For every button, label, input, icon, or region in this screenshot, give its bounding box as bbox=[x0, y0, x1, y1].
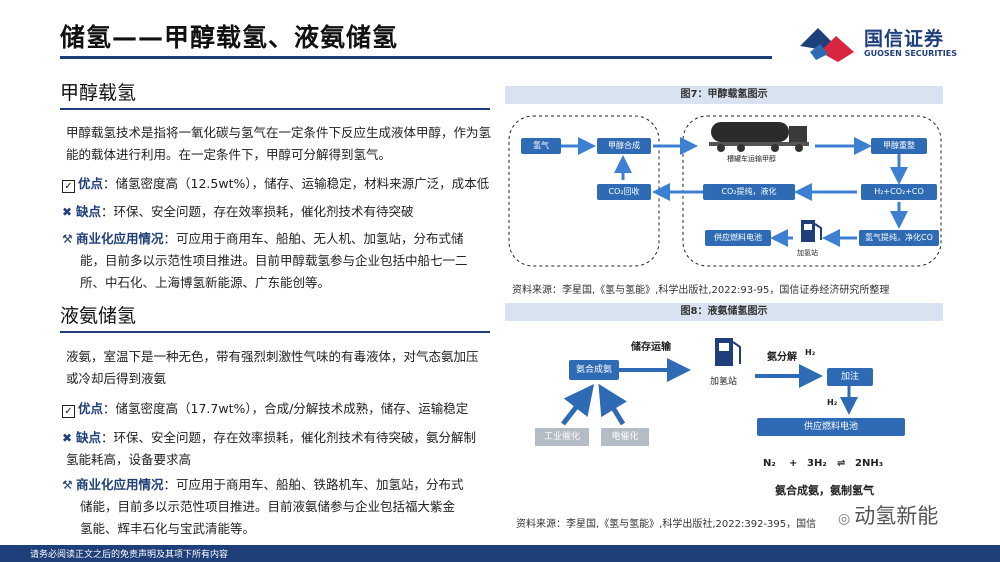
fig8-label-station: 加氢站 bbox=[710, 377, 738, 387]
fig7-node-h2: 氢气 bbox=[521, 138, 561, 154]
ammonia-com-line1: ：可应用于商用车、船舶、铁路机车、加氢站，分布式 bbox=[163, 477, 464, 492]
ammonia-intro-line2: 或冷却后得到液氨 bbox=[66, 371, 167, 386]
methanol-advantage: ✓优点：储氢密度高（12.5wt%），储存、运输稳定，材料来源广泛，成本低 bbox=[62, 173, 489, 195]
ammonia-adv-label: 优点 bbox=[78, 401, 104, 416]
fig8-label-h2-a: H₂ bbox=[805, 348, 816, 357]
methanol-com-line2: 能，目前多以示范性项目推进。目前甲醇载氢参与企业包括中船七一二 bbox=[80, 253, 468, 268]
company-logo: 国信证券 GUOSEN SECURITIES bbox=[798, 22, 958, 64]
fig7-source: 资料来源：李星国,《氢与氢能》,科学出版社,2022:93-95，国信证券经济研… bbox=[512, 285, 890, 296]
wechat-icon: ◎ bbox=[838, 511, 851, 527]
fig8-eq-n2: N₂ bbox=[763, 458, 776, 469]
footer-bar bbox=[0, 545, 1000, 562]
logo-text-cn: 国信证券 bbox=[864, 28, 945, 50]
tanker-truck-icon bbox=[709, 122, 809, 152]
fig7-connectors bbox=[508, 115, 942, 267]
section-rule-methanol bbox=[60, 108, 490, 110]
fig8-node-fill: 加注 bbox=[827, 368, 873, 386]
fig8-eq-h2: 3H₂ bbox=[807, 458, 827, 469]
fig8-node-fuel-cell: 供应燃料电池 bbox=[757, 418, 905, 436]
ammonia-intro: 液氨，室温下是一种无色，带有强烈刺激性气味的有毒液体，对气态氨加压 或冷却后得到… bbox=[66, 346, 496, 390]
ammonia-dis-label: 缺点 bbox=[76, 430, 102, 445]
methanol-com-line3: 所、中石化、上海博氢新能源、广东能创等。 bbox=[80, 275, 331, 290]
section-title-ammonia: 液氨储氢 bbox=[60, 305, 137, 327]
fig7-node-co2-recovery: CO₂回收 bbox=[597, 184, 651, 200]
checkbox-icon: ✓ bbox=[62, 405, 75, 418]
fig7-node-mix: H₂+CO₂+CO bbox=[861, 184, 937, 200]
tools-icon: ⚒ bbox=[62, 478, 73, 492]
cross-icon: ✖ bbox=[62, 431, 73, 445]
ammonia-disadvantage: ✖缺点：环保、安全问题，存在效率损耗，催化剂技术有待突破，氨分解制 氢能耗高，设… bbox=[62, 427, 502, 471]
footer-disclaimer: 请务必阅读正文之后的免责声明及其项下所有内容 bbox=[30, 550, 229, 560]
fig7-label-station: 加氢站 bbox=[797, 249, 818, 257]
fig8-node-industrial: 工业催化 bbox=[535, 428, 589, 446]
fig7-label-truck: 槽罐车运输甲醇 bbox=[727, 155, 776, 163]
fig7-node-reforming: 甲醇重整 bbox=[871, 138, 927, 154]
ammonia-com-label: 商业化应用情况 bbox=[76, 477, 164, 492]
fig8-diagram: 储存运输 氨合成氨 工业催化 电催化 加氢站 氨分解 H₂ 加注 H₂ 供应燃料… bbox=[505, 324, 943, 504]
fig8-eq-plus: + bbox=[789, 458, 798, 469]
methanol-dis-text: ：环保、安全问题，存在效率损耗，催化剂技术有待突破 bbox=[101, 204, 414, 219]
title-rule bbox=[60, 56, 772, 59]
fig8-label-h2-b: H₂ bbox=[827, 398, 838, 407]
ammonia-com-line2: 储能，目前多以示范性项目推进。目前液氨储参与企业包括福大紫金 bbox=[80, 499, 456, 514]
cross-icon: ✖ bbox=[62, 205, 73, 219]
page-title: 储氢——甲醇载氢、液氨储氢 bbox=[60, 23, 399, 52]
methanol-com-label: 商业化应用情况 bbox=[76, 231, 164, 246]
fig7-node-h2-purify: 氢气提纯，净化CO bbox=[859, 230, 939, 246]
fig8-label-transport: 储存运输 bbox=[631, 342, 671, 353]
tools-icon: ⚒ bbox=[62, 232, 73, 246]
fig7-title: 图7：甲醇载氢图示 bbox=[505, 86, 943, 104]
methanol-com-line1: ：可应用于商用车、船舶、无人机、加氢站，分布式储 bbox=[163, 231, 464, 246]
methanol-disadvantage: ✖缺点：环保、安全问题，存在效率损耗，催化剂技术有待突破 bbox=[62, 201, 414, 223]
watermark: ◎动氢新能 bbox=[838, 500, 938, 530]
section-rule-ammonia bbox=[60, 331, 490, 333]
fig8-connectors bbox=[561, 338, 858, 426]
fig8-eq-nh3: 2NH₃ bbox=[855, 458, 884, 469]
fig7-node-synthesis: 甲醇合成 bbox=[597, 138, 651, 154]
ammonia-commercial: ⚒商业化应用情况：可应用于商用车、船舶、铁路机车、加氢站，分布式 储能，目前多以… bbox=[62, 474, 502, 540]
fig8-node-synthesis: 氨合成氨 bbox=[569, 360, 619, 380]
ammonia-dis-text1: ：环保、安全问题，存在效率损耗，催化剂技术有待突破，氨分解制 bbox=[101, 430, 477, 445]
checkbox-icon: ✓ bbox=[62, 180, 75, 193]
fig8-label-decomp: 氨分解 bbox=[767, 352, 797, 363]
ammonia-com-line3: 氢能、辉丰石化与宝武清能等。 bbox=[80, 521, 256, 536]
fig7-diagram: 氢气 甲醇合成 CO₂回收 槽罐车运输甲醇 甲醇重整 CO₂提纯，液化 H₂+C… bbox=[505, 108, 943, 276]
methanol-intro: 甲醇载氢技术是指将一氧化碳与氢气在一定条件下反应生成液体甲醇，作为氢 能的载体进… bbox=[66, 122, 496, 166]
section-title-methanol: 甲醇载氢 bbox=[60, 82, 137, 104]
fig8-title: 图8：液氨储氢图示 bbox=[505, 303, 943, 321]
watermark-text: 动氢新能 bbox=[854, 504, 939, 528]
methanol-commercial: ⚒商业化应用情况：可应用于商用车、船舶、无人机、加氢站，分布式储 能，目前多以示… bbox=[62, 228, 502, 294]
methanol-intro-line1: 甲醇载氢技术是指将一氧化碳与氢气在一定条件下反应生成液体甲醇，作为氢 bbox=[66, 125, 492, 140]
logo-mark-icon bbox=[800, 28, 854, 62]
methanol-dis-label: 缺点 bbox=[76, 204, 102, 219]
fig8-eq-caption: 氨合成氨，氨制氢气 bbox=[775, 484, 874, 497]
ammonia-intro-line1: 液氨，室温下是一种无色，带有强烈刺激性气味的有毒液体，对气态氨加压 bbox=[66, 349, 479, 364]
ammonia-adv-text: ：储氢密度高（17.7wt%），合成/分解技术成熟，储存、运输稳定 bbox=[103, 401, 469, 416]
ammonia-advantage: ✓优点：储氢密度高（17.7wt%），合成/分解技术成熟，储存、运输稳定 bbox=[62, 398, 468, 420]
logo-text-en: GUOSEN SECURITIES bbox=[864, 49, 957, 58]
fig7-node-fuel-cell: 供应燃料电池 bbox=[705, 230, 771, 246]
methanol-adv-label: 优点 bbox=[78, 176, 104, 191]
methanol-intro-line2: 能的载体进行利用。在一定条件下，甲醇可分解得到氢气。 bbox=[66, 147, 392, 162]
fuel-pump-icon bbox=[801, 220, 822, 242]
fig8-node-electro: 电催化 bbox=[601, 428, 649, 446]
fig7-node-co2-purify: CO₂提纯，液化 bbox=[703, 184, 795, 200]
fig8-eq-arrow: ⇌ bbox=[837, 458, 846, 469]
ammonia-dis-text2: 氢能耗高，设备要求高 bbox=[66, 452, 192, 467]
fuel-pump-icon bbox=[715, 338, 741, 366]
fig8-source: 资料来源：李星国,《氢与氢能》,科学出版社,2022:392-395，国信 bbox=[516, 519, 817, 530]
methanol-adv-text: ：储氢密度高（12.5wt%），储存、运输稳定，材料来源广泛，成本低 bbox=[103, 176, 490, 191]
